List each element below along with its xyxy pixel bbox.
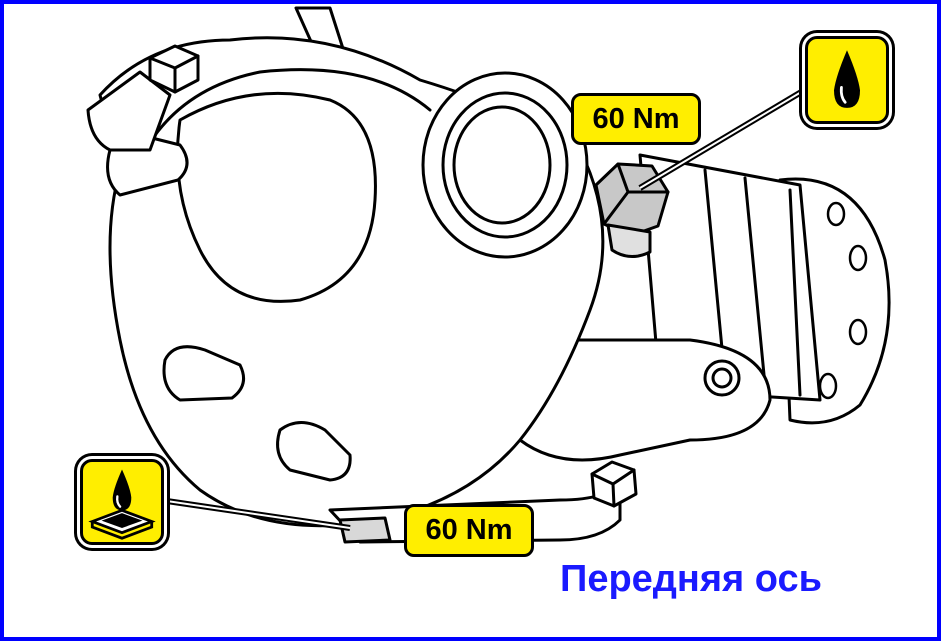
fill-plug-base <box>606 223 652 258</box>
cover-lug <box>162 345 246 402</box>
torque-label-fill-plug: 60 Nm <box>571 93 701 145</box>
cover-plate <box>176 91 377 303</box>
oil-drop-sealant-icon <box>80 459 164 545</box>
oil-drop-icon <box>805 36 889 124</box>
tube-ridge <box>743 176 767 387</box>
input-boss-seal <box>452 105 552 225</box>
cover-lug <box>276 421 352 482</box>
diagram-caption: Передняя ось <box>560 558 822 600</box>
cover-rim <box>133 68 432 172</box>
flange-bolt-hole <box>848 318 868 346</box>
mount-hole-inner <box>711 367 733 389</box>
housing-ear <box>86 70 172 152</box>
torque-label-drain-plug: 60 Nm <box>404 504 534 557</box>
drain-plug <box>338 516 392 544</box>
flange-bolt-hole <box>826 201 846 227</box>
flange-bolt-hole <box>818 372 838 400</box>
flange-bolt-hole <box>848 244 868 272</box>
tube-ridge <box>788 188 802 397</box>
